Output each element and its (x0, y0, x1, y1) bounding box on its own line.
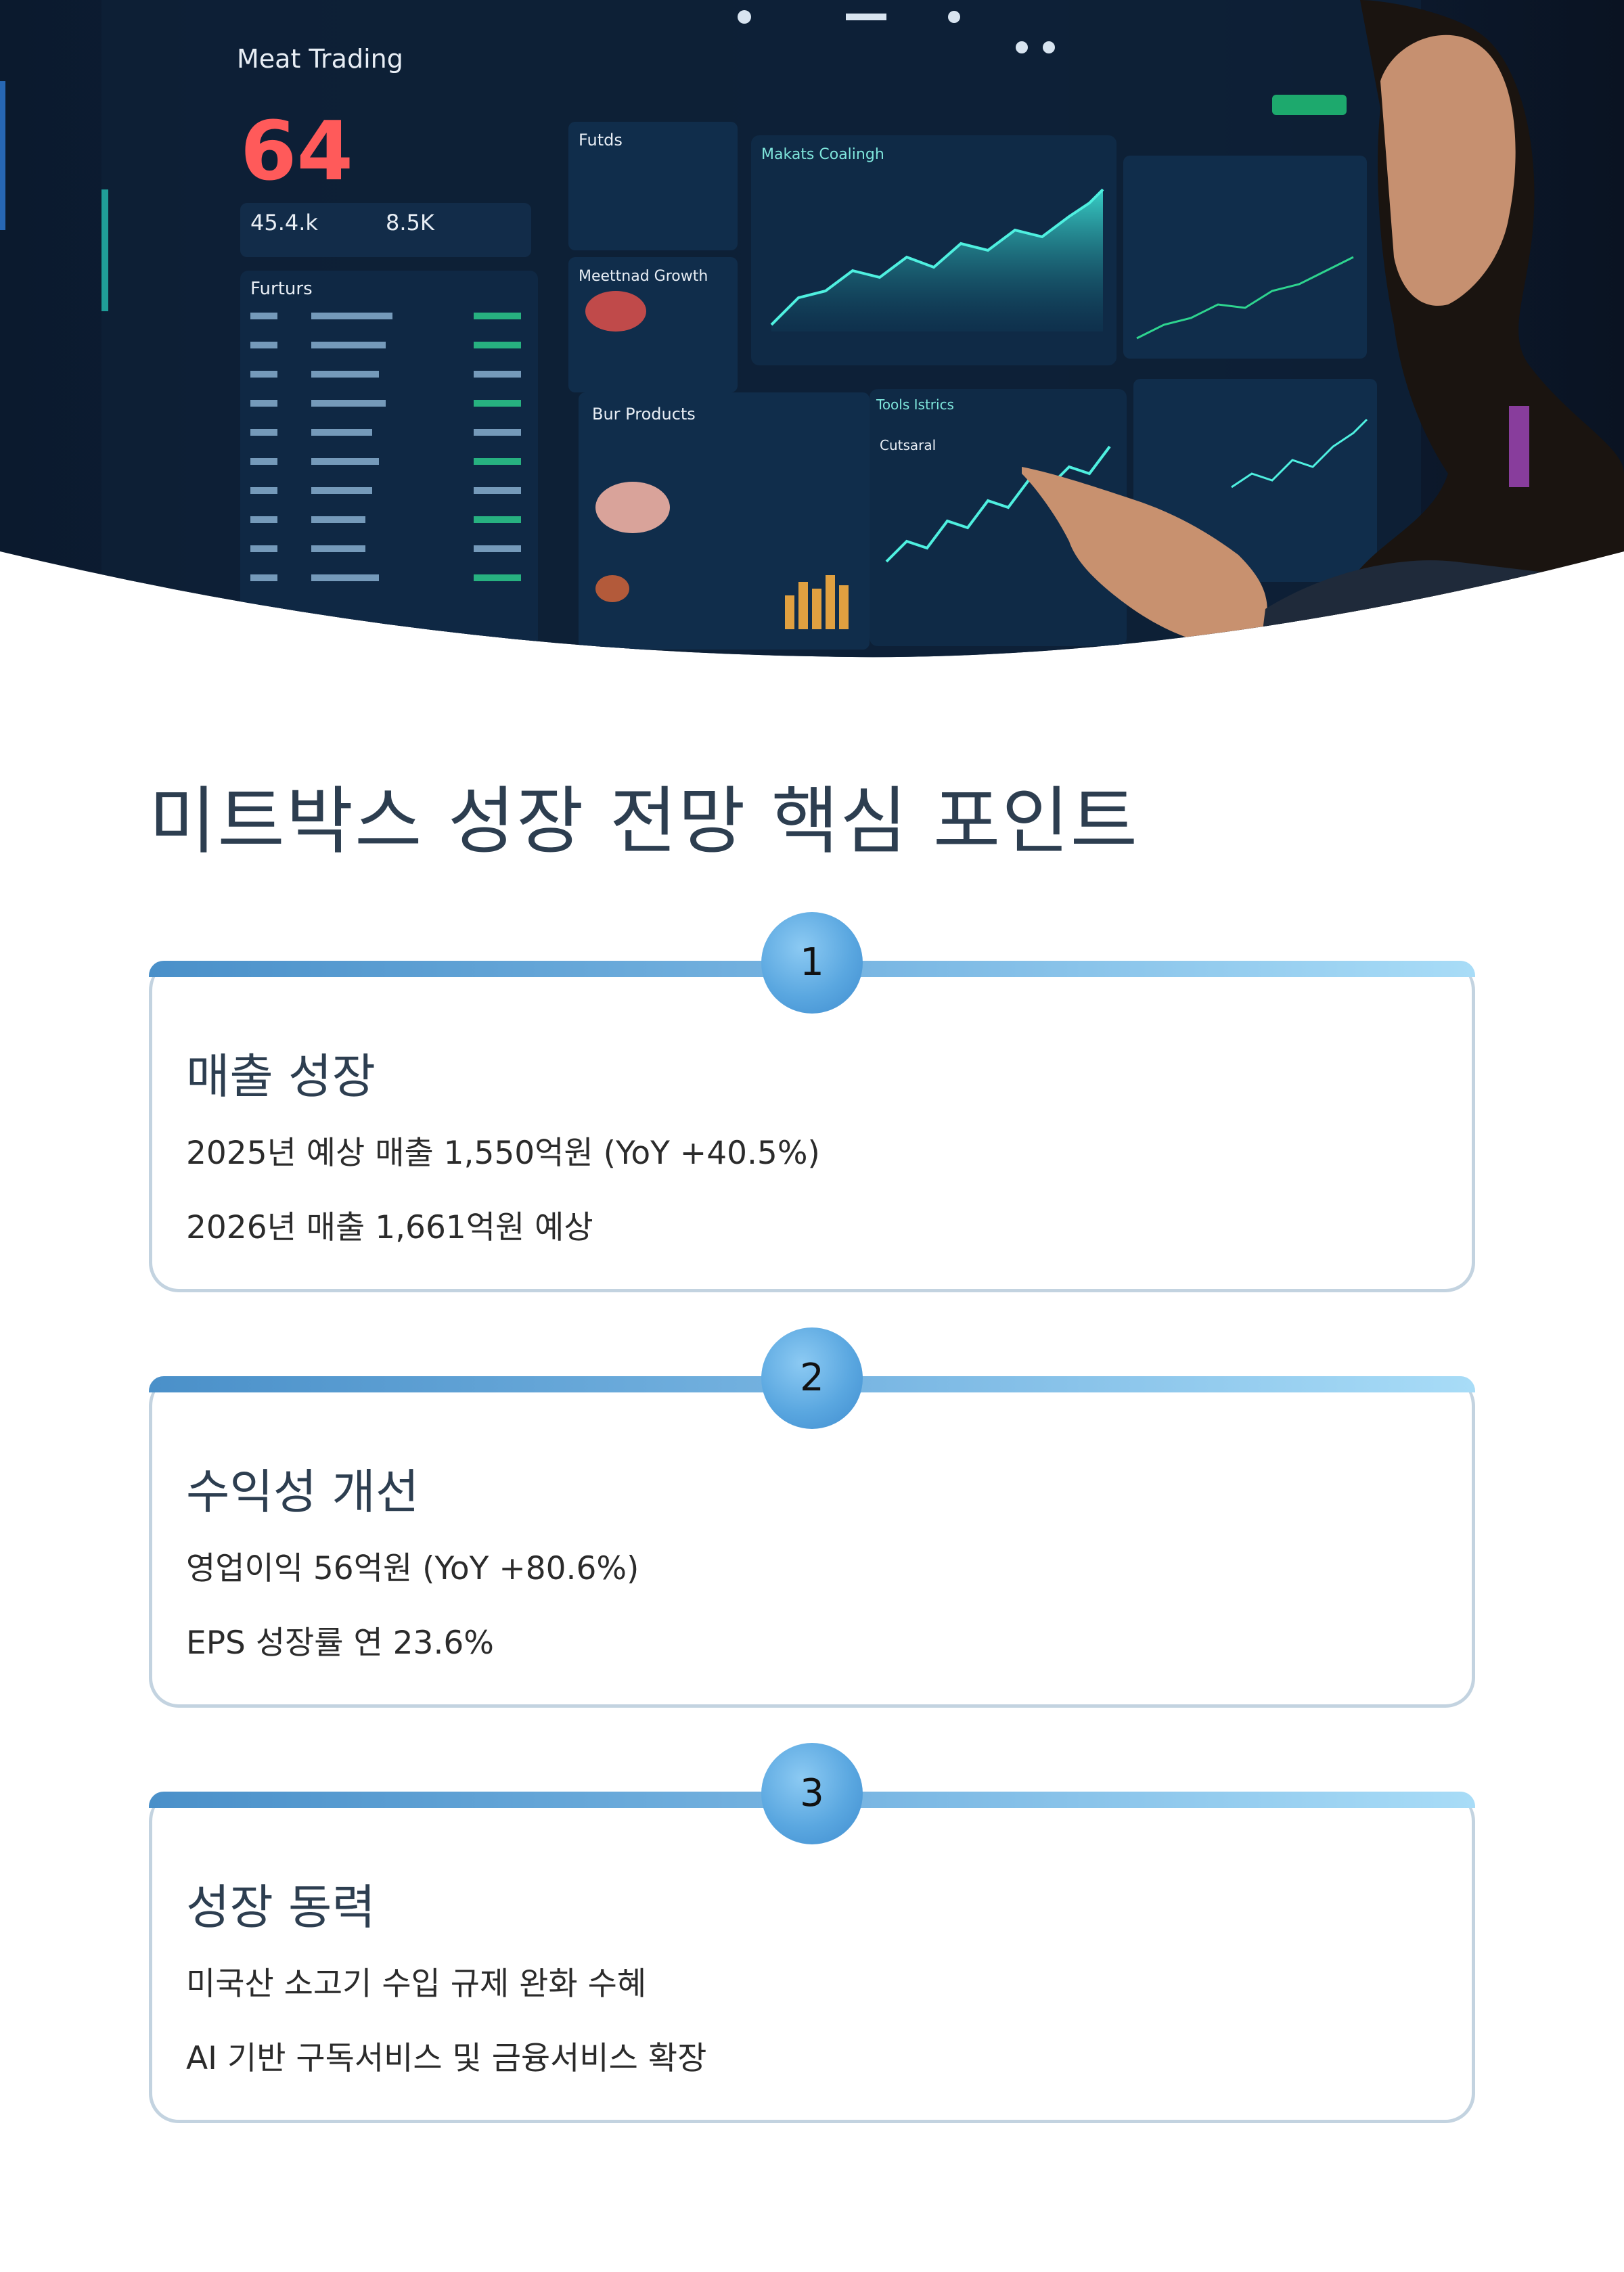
card-heading: 수익성 개선 (186, 1464, 420, 1520)
hero-image: Meat Trading 64 45.4.k 8.5K Furturs (0, 0, 1624, 663)
panel-markets-label: Makats Coalingh (761, 146, 884, 163)
card-number-badge: 3 (761, 1743, 863, 1844)
card-body (149, 1376, 1475, 1708)
big-metric: 64 (240, 105, 353, 199)
card-line: 미국산 소고기 수입 규제 완화 수혜 (186, 1966, 647, 2003)
card-heading: 매출 성장 (186, 1049, 376, 1104)
card-number-badge: 1 (761, 912, 863, 1014)
page-title: 미트박스 성장 전망 핵심 포인트 (149, 779, 1140, 864)
card-heading: 성장 동력 (186, 1880, 376, 1935)
panel-products-label: Bur Products (592, 405, 696, 424)
card-line: 2025년 예상 매출 1,550억원 (YoY +40.5%) (186, 1135, 820, 1172)
panel-funds-label: Futds (579, 131, 623, 150)
card-line: 2026년 매출 1,661억원 예상 (186, 1209, 593, 1246)
card-growth-drivers: 3 성장 동력 미국산 소고기 수입 규제 완화 수혜 AI 기반 구독서비스 … (149, 1743, 1475, 2123)
card-revenue-growth: 1 매출 성장 2025년 예상 매출 1,550억원 (YoY +40.5%)… (149, 912, 1475, 1292)
panel-futures-label: Furturs (250, 279, 313, 299)
card-body (149, 961, 1475, 1292)
metric-b: 8.5K (386, 210, 435, 235)
card-line: EPS 성장률 연 23.6% (186, 1625, 494, 1662)
dashboard-title: Meat Trading (237, 44, 403, 74)
card-line: 영업이익 56억원 (YoY +80.6%) (186, 1550, 639, 1587)
card-number-badge: 2 (761, 1327, 863, 1429)
card-body (149, 1792, 1475, 2123)
metric-a: 45.4.k (250, 210, 318, 235)
panel-tools-label: Tools Istrics (876, 396, 954, 413)
card-line: AI 기반 구독서비스 및 금융서비스 확장 (186, 2040, 707, 2077)
panel-cossetal-label: Cutsaral (880, 437, 936, 453)
panel-growth-label: Meettnad Growth (579, 268, 708, 285)
card-profitability: 2 수익성 개선 영업이익 56억원 (YoY +80.6%) EPS 성장률 … (149, 1327, 1475, 1708)
